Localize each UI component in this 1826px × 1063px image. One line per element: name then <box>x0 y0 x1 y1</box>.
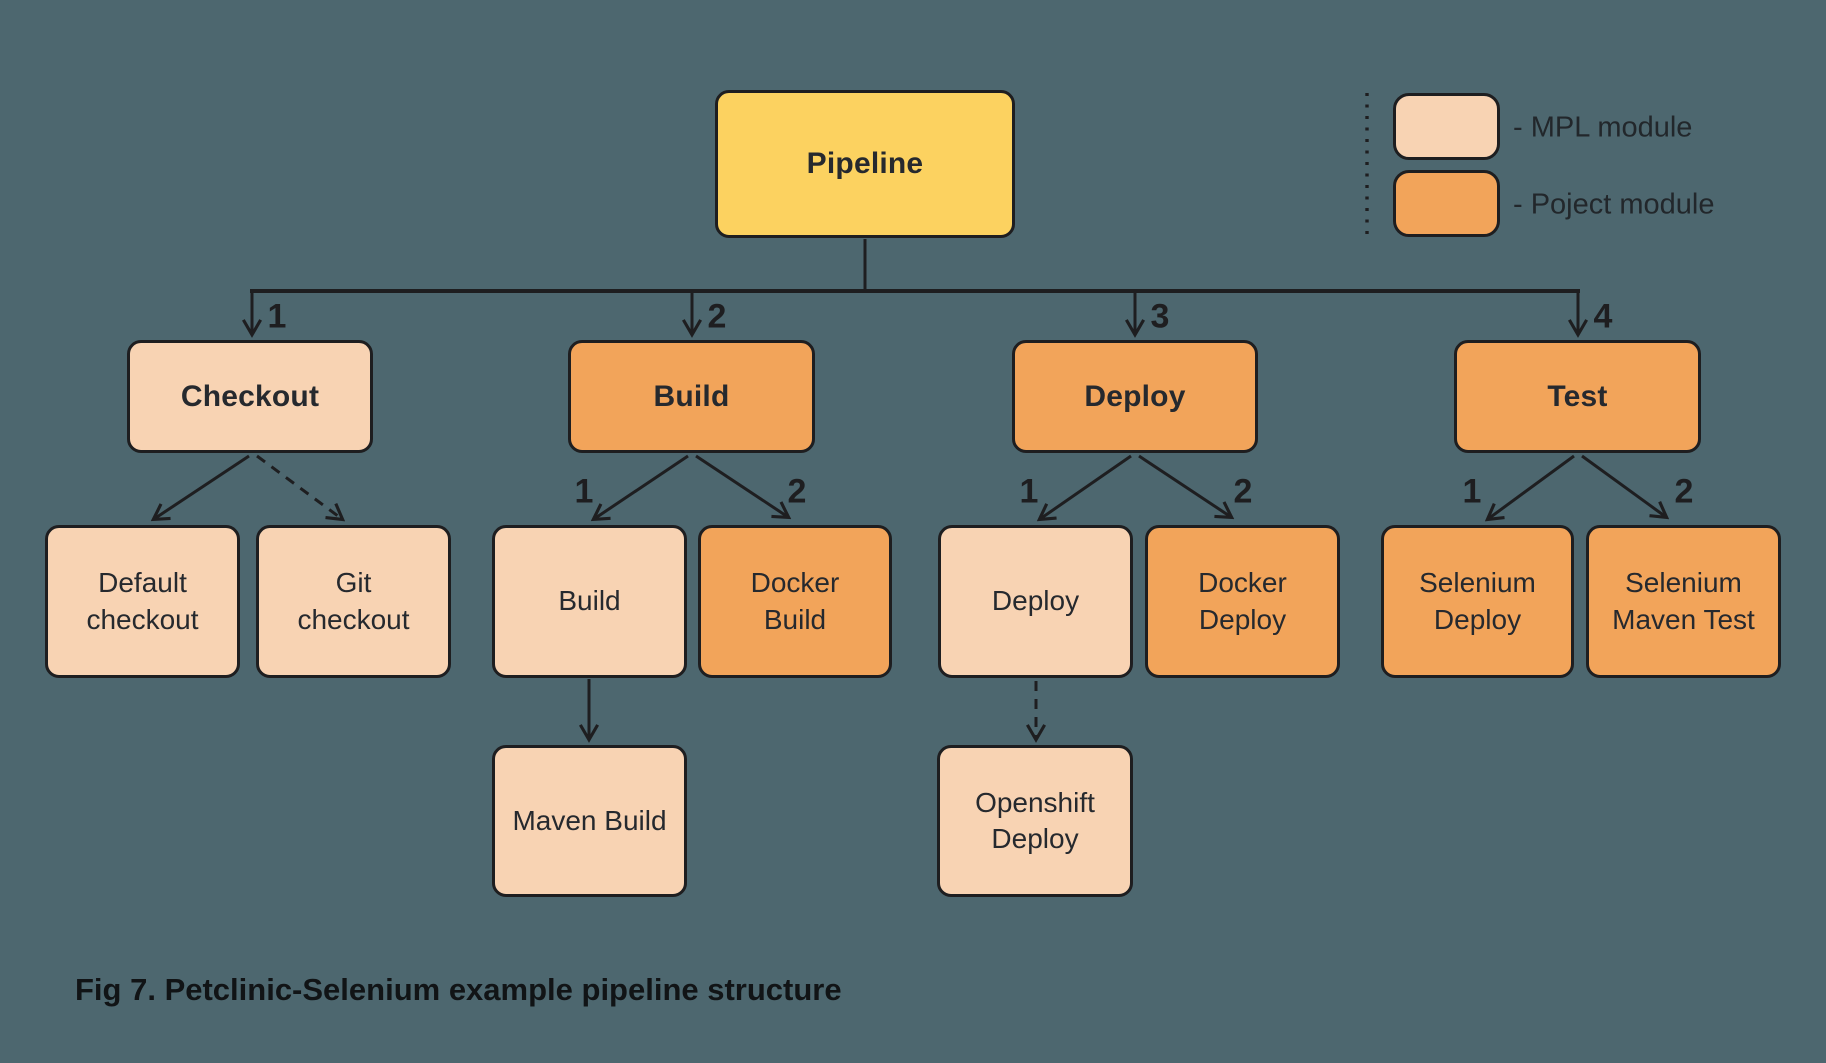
branch-number-build-1: 1 <box>574 472 594 511</box>
node-test: Test <box>1454 340 1701 453</box>
node-default-checkout: Default checkout <box>45 525 240 678</box>
branch-number-test-2: 2 <box>1674 472 1694 511</box>
node-docker-build: Docker Build <box>698 525 892 678</box>
arrow-deploy-docker <box>1138 454 1235 520</box>
node-label: Git checkout <box>297 567 410 635</box>
branch-number-test-1: 1 <box>1462 472 1482 511</box>
figure-caption: Fig 7. Petclinic-Selenium example pipeli… <box>75 972 842 1007</box>
node-label: Docker Deploy <box>1198 567 1287 635</box>
node-label: Deploy <box>991 585 1080 617</box>
node-label: Checkout <box>180 379 320 413</box>
node-deploy-module: Deploy <box>938 525 1133 678</box>
arrow-deploy-deploy <box>1036 454 1132 522</box>
arrow-checkout-git <box>256 454 346 522</box>
branch-number-build-2: 2 <box>787 472 807 511</box>
node-label: Selenium Maven Test <box>1612 567 1755 635</box>
node-maven-build: Maven Build <box>492 745 687 897</box>
node-selenium-deploy: Selenium Deploy <box>1381 525 1574 678</box>
node-openshift-deploy: Openshift Deploy <box>937 745 1133 897</box>
legend-swatch-mpl <box>1393 93 1500 160</box>
legend-swatch-project <box>1393 170 1500 237</box>
arrow-test-selenium-maven <box>1581 454 1670 520</box>
legend-label-project: - Poject module <box>1513 188 1715 221</box>
arrow-build-build <box>590 454 689 522</box>
node-label: Maven Build <box>512 804 667 836</box>
node-selenium-maven-test: Selenium Maven Test <box>1586 525 1781 678</box>
arrow-checkout-default <box>150 454 250 522</box>
stage-number-3: 3 <box>1150 297 1170 336</box>
node-label: Pipeline <box>806 147 924 180</box>
node-label: Build <box>558 585 621 617</box>
branch-number-deploy-2: 2 <box>1233 472 1253 511</box>
arrow-test-selenium-deploy <box>1484 454 1575 522</box>
node-checkout: Checkout <box>127 340 373 453</box>
node-label: Default checkout <box>86 567 199 635</box>
node-label: Selenium Deploy <box>1419 567 1536 635</box>
node-deploy: Deploy <box>1012 340 1258 453</box>
node-docker-deploy: Docker Deploy <box>1145 525 1340 678</box>
stage-number-4: 4 <box>1593 297 1613 336</box>
node-label: Test <box>1547 379 1608 413</box>
branch-number-deploy-1: 1 <box>1019 472 1039 511</box>
node-label: Openshift Deploy <box>975 786 1095 854</box>
stage-number-1: 1 <box>267 297 287 336</box>
arrow-build-docker <box>695 454 792 520</box>
node-label: Deploy <box>1084 379 1186 413</box>
node-label: Build <box>653 379 730 413</box>
node-git-checkout: Git checkout <box>256 525 451 678</box>
legend-label-mpl: - MPL module <box>1513 111 1693 144</box>
node-build-module: Build <box>492 525 687 678</box>
node-build: Build <box>568 340 815 453</box>
stage-number-2: 2 <box>707 297 727 336</box>
node-pipeline: Pipeline <box>715 90 1015 238</box>
node-label: Docker Build <box>750 567 840 635</box>
